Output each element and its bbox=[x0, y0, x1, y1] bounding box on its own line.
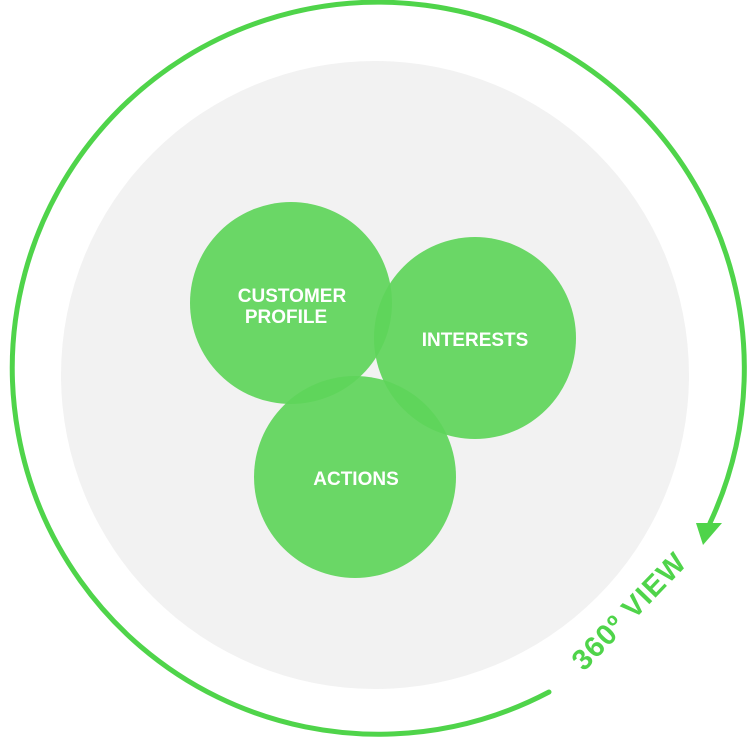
label-customer-profile-line2: PROFILE bbox=[245, 307, 327, 328]
ring-arrowhead-icon bbox=[696, 523, 722, 545]
circle-interests bbox=[374, 237, 576, 439]
label-customer-profile-line1: CUSTOMER bbox=[238, 286, 347, 307]
background-disc bbox=[61, 61, 689, 689]
venn-circles bbox=[190, 202, 576, 578]
circle-actions bbox=[254, 376, 456, 578]
circle-customer-profile bbox=[190, 202, 392, 404]
label-actions: ACTIONS bbox=[313, 469, 399, 490]
label-interests: INTERESTS bbox=[422, 330, 529, 351]
outer-ring-arc bbox=[9, 0, 747, 737]
